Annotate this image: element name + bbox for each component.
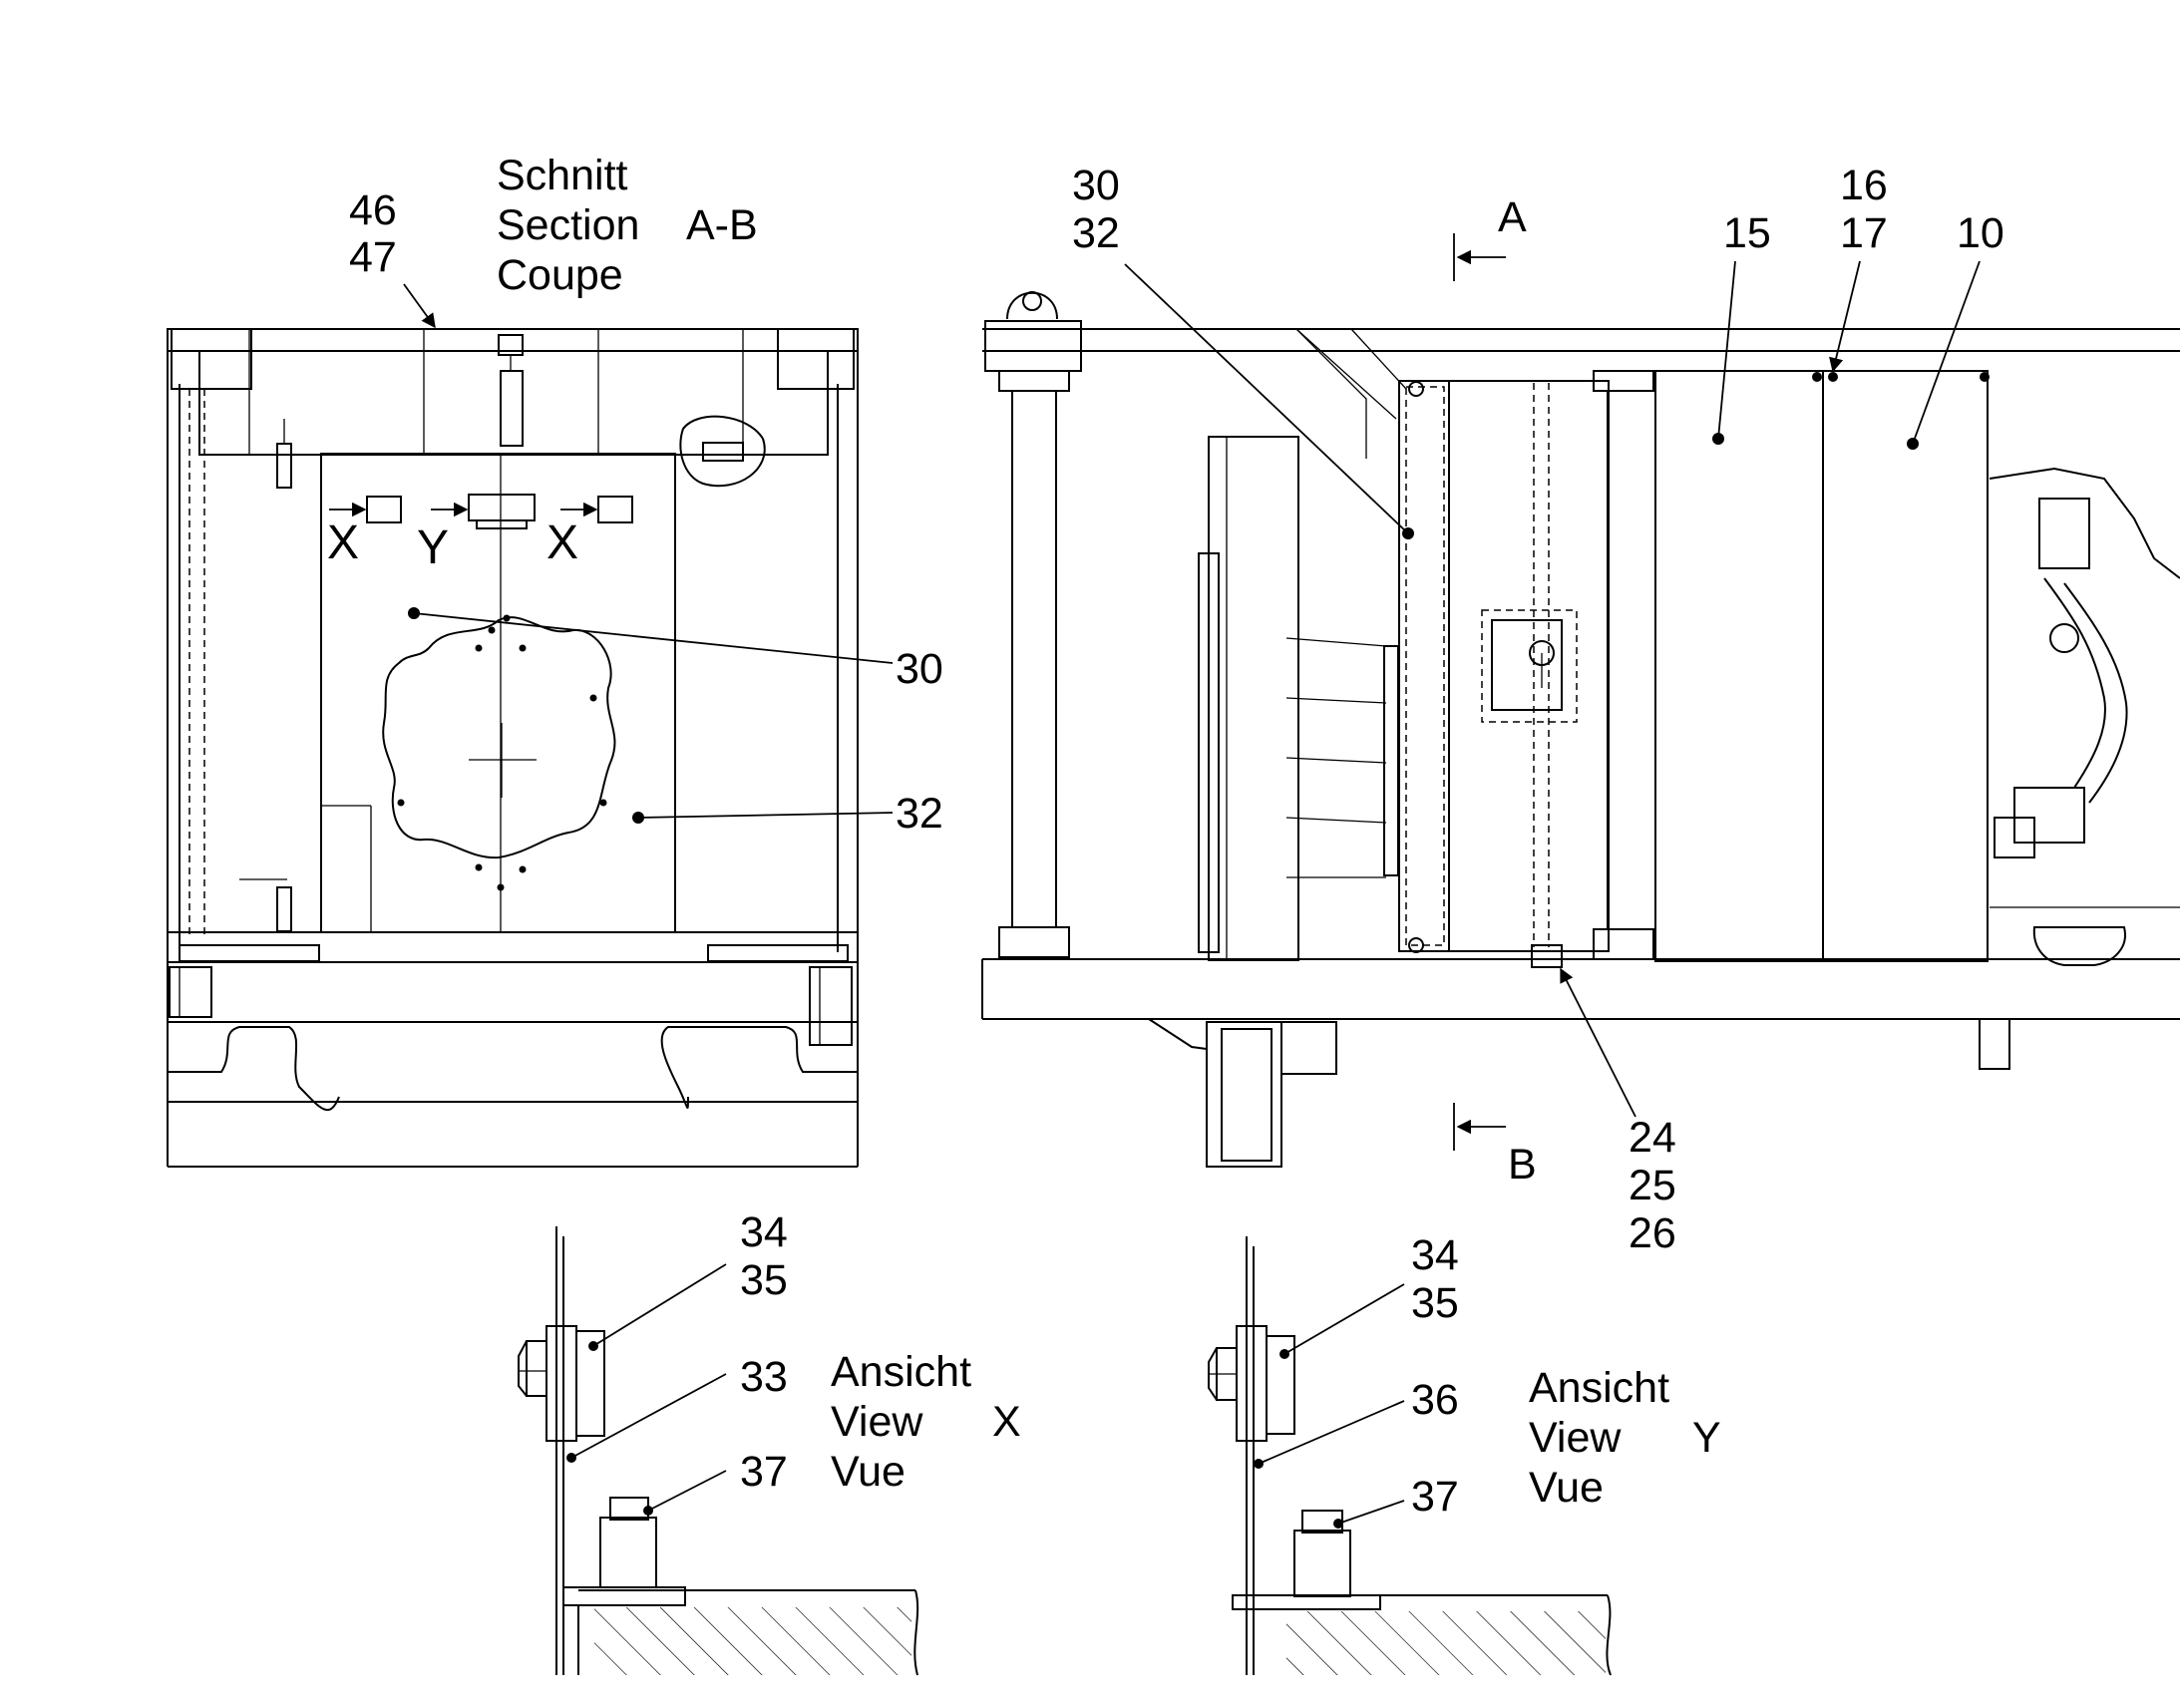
view-y-line1: Ansicht — [1529, 1364, 1669, 1412]
callout-10: 10 — [1957, 209, 2004, 257]
view-y-detail — [1208, 1236, 1612, 1676]
callout-34-x: 34 — [740, 1208, 788, 1256]
callout-33-x: 33 — [740, 1353, 788, 1401]
callout-32-front: 32 — [896, 790, 943, 838]
section-title-line2: Section — [497, 201, 639, 249]
view-x-mark: X — [992, 1398, 1021, 1446]
view-x-line1: Ansicht — [831, 1348, 971, 1396]
view-y-line2: View — [1529, 1414, 1622, 1462]
section-view-a-b — [167, 283, 894, 1168]
view-x-detail — [518, 1226, 919, 1676]
callout-15: 15 — [1723, 209, 1771, 257]
labels: Schnitt Section Coupe A-B 46 47 X Y X 30… — [327, 152, 2004, 1521]
callout-37-x: 37 — [740, 1448, 788, 1496]
callout-37-y: 37 — [1411, 1473, 1459, 1521]
view-marker-x-right: X — [546, 516, 578, 569]
callout-35-y: 35 — [1411, 1279, 1459, 1327]
section-arrow-b: B — [1508, 1141, 1537, 1189]
view-y-line3: Vue — [1529, 1464, 1604, 1512]
section-title-mark: A-B — [686, 201, 758, 249]
callout-17: 17 — [1840, 209, 1888, 257]
section-title-line3: Coupe — [497, 251, 623, 299]
view-x-line3: Vue — [831, 1448, 906, 1496]
callout-24: 24 — [1629, 1114, 1676, 1162]
callout-35-x: 35 — [740, 1256, 788, 1304]
callout-34-y: 34 — [1411, 1231, 1459, 1279]
callout-32-side: 32 — [1072, 209, 1120, 257]
callout-25: 25 — [1629, 1162, 1676, 1209]
callout-36-y: 36 — [1411, 1376, 1459, 1424]
callout-26: 26 — [1629, 1209, 1676, 1257]
section-title-line1: Schnitt — [497, 152, 628, 199]
section-arrow-a: A — [1498, 193, 1527, 241]
callout-47: 47 — [349, 233, 397, 281]
callout-30-front: 30 — [896, 645, 943, 693]
view-marker-x-left: X — [327, 516, 359, 569]
callout-16: 16 — [1840, 162, 1888, 209]
view-x-line2: View — [831, 1398, 923, 1446]
side-view — [981, 233, 2180, 1168]
view-y-mark: Y — [1692, 1414, 1721, 1462]
view-marker-y-center: Y — [417, 521, 449, 574]
callout-46: 46 — [349, 186, 397, 234]
callout-30-side: 30 — [1072, 162, 1120, 209]
